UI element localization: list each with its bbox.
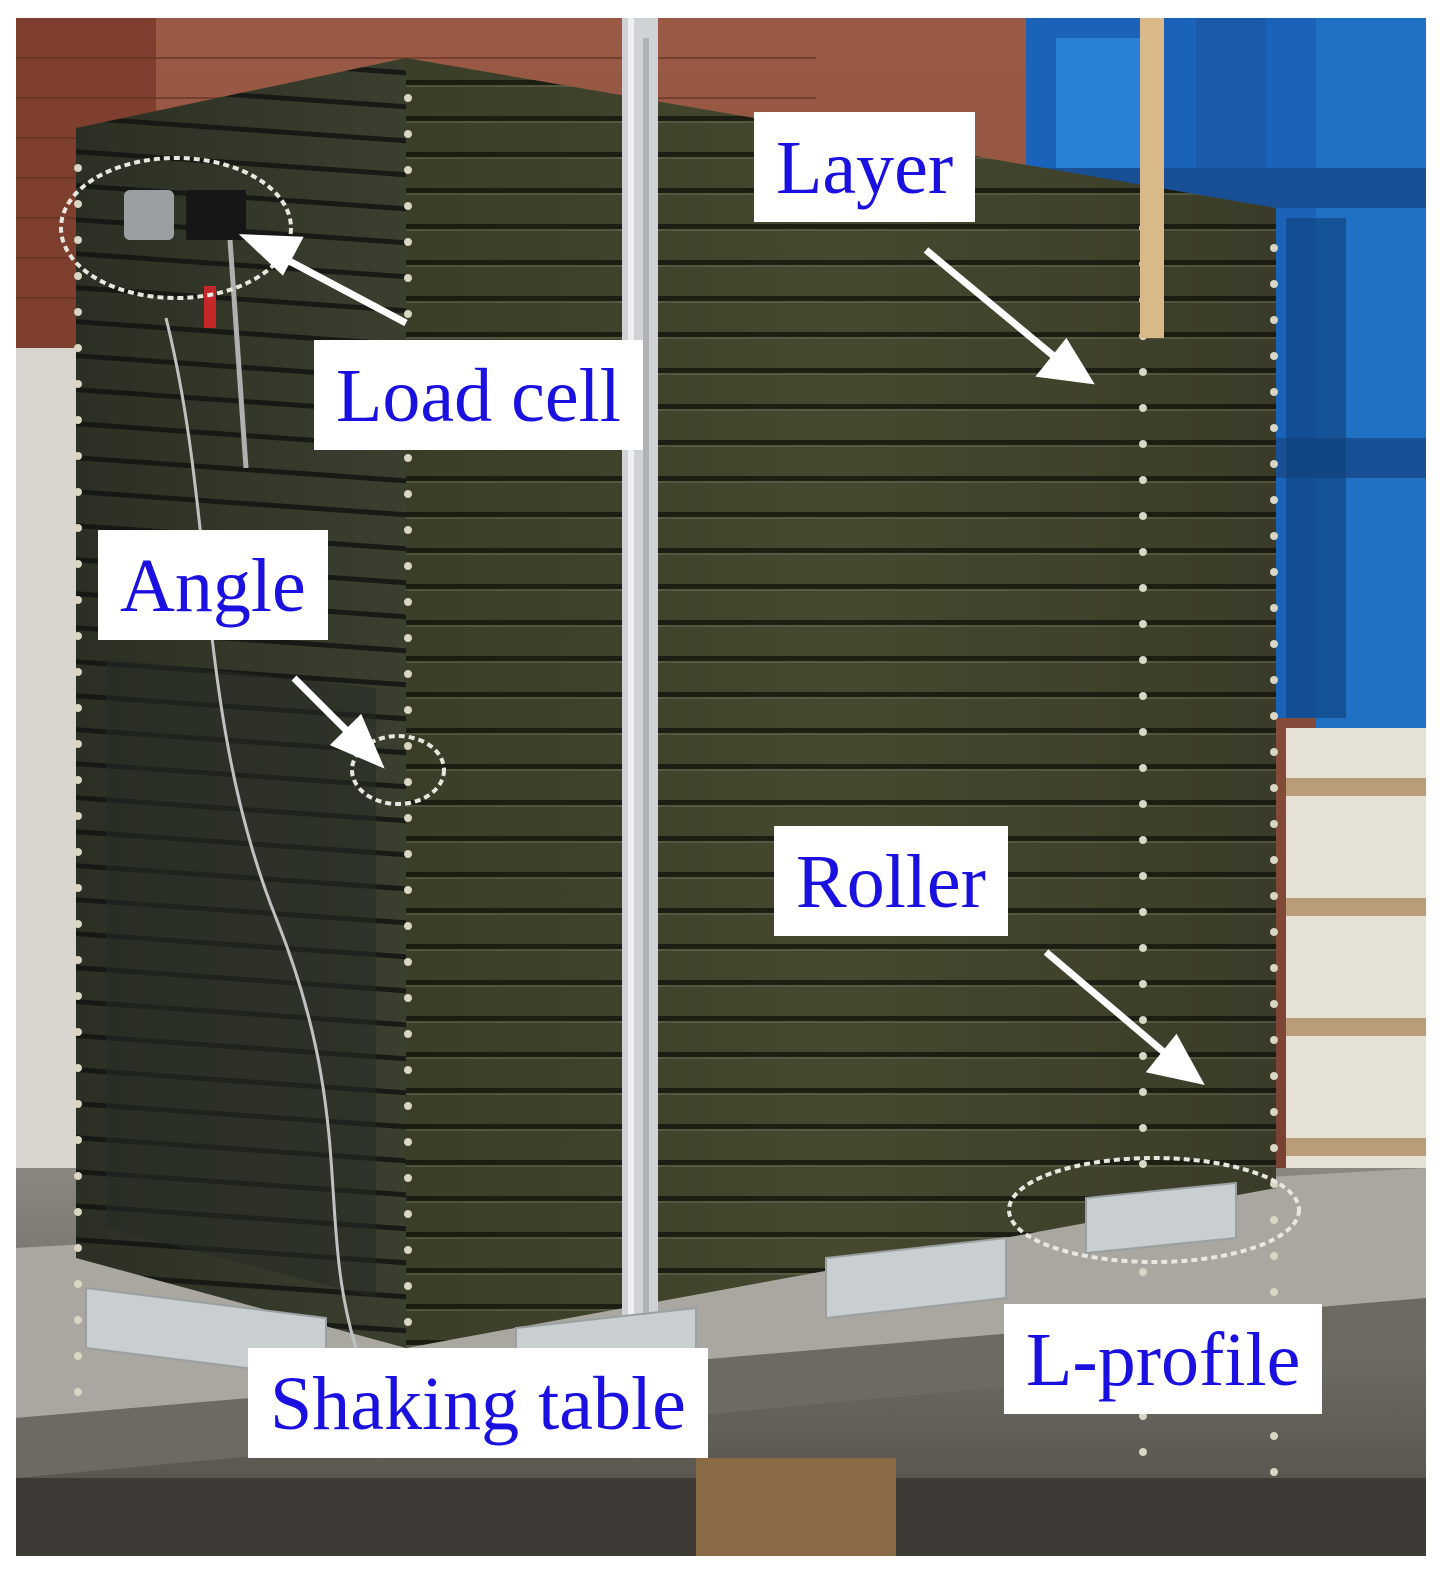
load-cell-device — [124, 190, 249, 469]
load-cell-arrowhead — [238, 234, 304, 276]
white-wall — [16, 348, 76, 1248]
angle-arrowhead — [329, 713, 385, 769]
box-side-shadow — [106, 658, 376, 1298]
arrows — [238, 234, 1205, 1086]
label-load-cell: Load cell — [314, 340, 643, 450]
label-roller: Roller — [774, 826, 1008, 936]
roller-arrowhead — [1145, 1033, 1205, 1086]
laminar-box-photo — [16, 18, 1426, 1556]
roller-arrow-line — [1043, 949, 1169, 1057]
angle-ellipse — [350, 734, 446, 806]
cardboard-box — [696, 1458, 896, 1556]
load-cell-ellipse — [59, 156, 293, 300]
sensor-cable — [164, 317, 358, 1349]
photo-frame: Layer Load cell Angle Roller Shaking tab… — [16, 18, 1426, 1556]
layer-arrowhead — [1035, 337, 1095, 385]
l-profile-ellipse — [1007, 1156, 1301, 1264]
load-cell-arrow-line — [276, 251, 408, 327]
steel-post — [622, 18, 658, 1368]
highlight-ellipses — [59, 156, 1301, 1264]
label-layer: Layer — [754, 112, 976, 222]
label-shaking-table: Shaking table — [248, 1348, 708, 1458]
label-l-profile: L-profile — [1004, 1304, 1323, 1414]
steel-post-holes — [643, 38, 649, 1358]
steel-post-highlight — [628, 18, 634, 1368]
layer-arrow-line — [923, 247, 1059, 361]
label-angle: Angle — [98, 530, 328, 640]
wooden-pole — [1140, 18, 1164, 338]
